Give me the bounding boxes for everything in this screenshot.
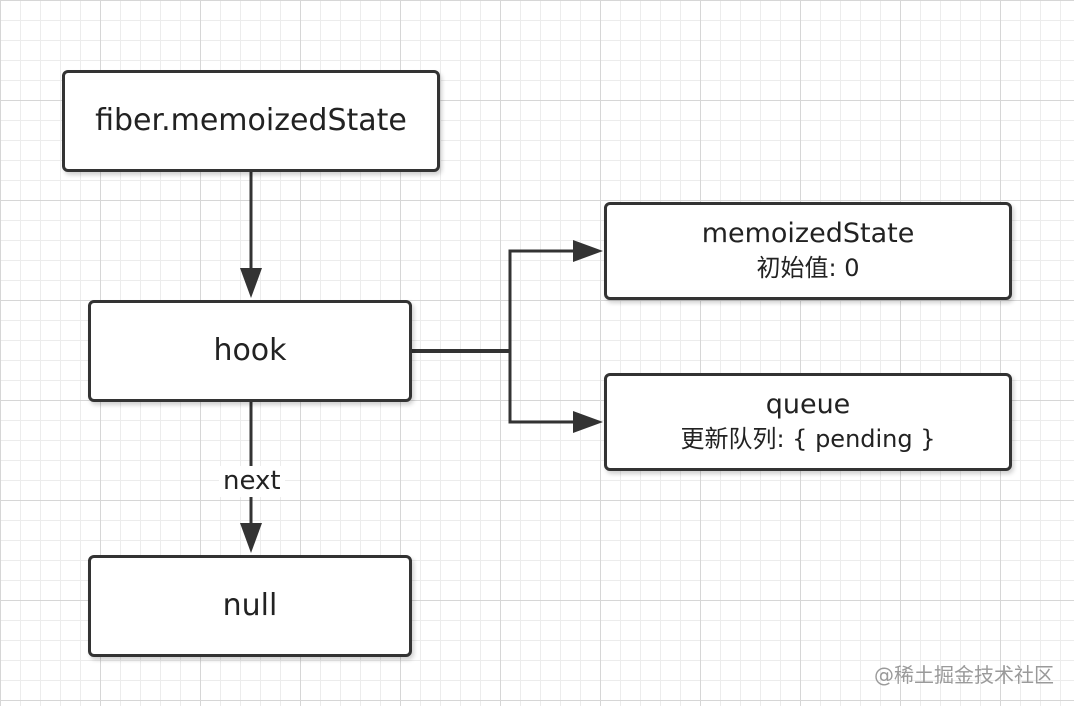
node-label: memoizedState	[701, 218, 915, 250]
memoized-state-node: memoizedState 初始值: 0	[604, 202, 1012, 300]
node-label: null	[222, 588, 278, 623]
arrow-fiber-to-hook	[240, 172, 262, 298]
null-node: null	[88, 555, 412, 657]
fiber-memoized-state-node: fiber.memoizedState	[62, 70, 440, 172]
next-edge-label: next	[219, 466, 285, 498]
watermark: @稀土掘金技术社区	[874, 663, 1054, 687]
node-label: hook	[213, 333, 287, 368]
node-label: fiber.memoizedState	[95, 103, 407, 138]
hook-node: hook	[88, 300, 412, 402]
arrow-hook-to-fields	[412, 240, 603, 433]
arrow-hook-to-null	[240, 402, 262, 553]
node-label: queue	[765, 389, 851, 421]
queue-node: queue 更新队列: { pending }	[604, 373, 1012, 471]
node-detail: 更新队列: { pending }	[680, 424, 936, 453]
node-detail: 初始值: 0	[756, 253, 860, 282]
